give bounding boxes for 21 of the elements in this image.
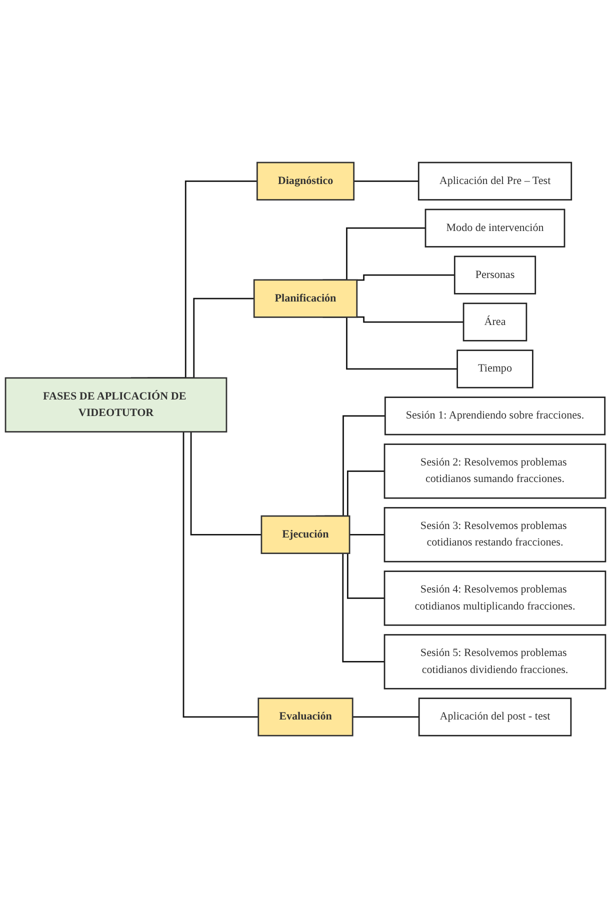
node-box: Diagnóstico bbox=[256, 162, 355, 201]
connector bbox=[354, 180, 419, 182]
connector bbox=[352, 716, 420, 718]
connector bbox=[356, 274, 455, 282]
node-box: Ejecución bbox=[260, 516, 350, 554]
node-box: Sesión 5: Resolvemos problemas cotidianos dividiendo fracciones. bbox=[384, 634, 606, 690]
node-box: Sesión 3: Resolvemos problemas cotidianos restando fracciones. bbox=[384, 508, 606, 563]
node-box: Sesión 2: Resolvemos problemas cotidianos sumando fracciones. bbox=[384, 444, 606, 500]
node-box: Sesión 4: Resolvemos problemas cotidianos multiplicando fracciones. bbox=[384, 571, 606, 626]
connector bbox=[350, 534, 385, 536]
node-box: Área bbox=[462, 303, 528, 342]
connector bbox=[356, 316, 464, 324]
node-box: Modo de intervención bbox=[424, 209, 566, 248]
node-box: Aplicación del post - test bbox=[418, 698, 572, 737]
node-box: Aplicación del Pre – Test bbox=[418, 162, 572, 201]
node-box: FASES DE APLICACIÓN DE VIDEOTUTOR bbox=[4, 378, 228, 433]
node-box: Sesión 1: Aprendiendo sobre fracciones. bbox=[384, 397, 606, 436]
node-box: Personas bbox=[454, 256, 536, 295]
node-box: Evaluación bbox=[258, 698, 354, 737]
node-box: Tiempo bbox=[456, 350, 534, 389]
node-box: Planificación bbox=[253, 280, 358, 318]
